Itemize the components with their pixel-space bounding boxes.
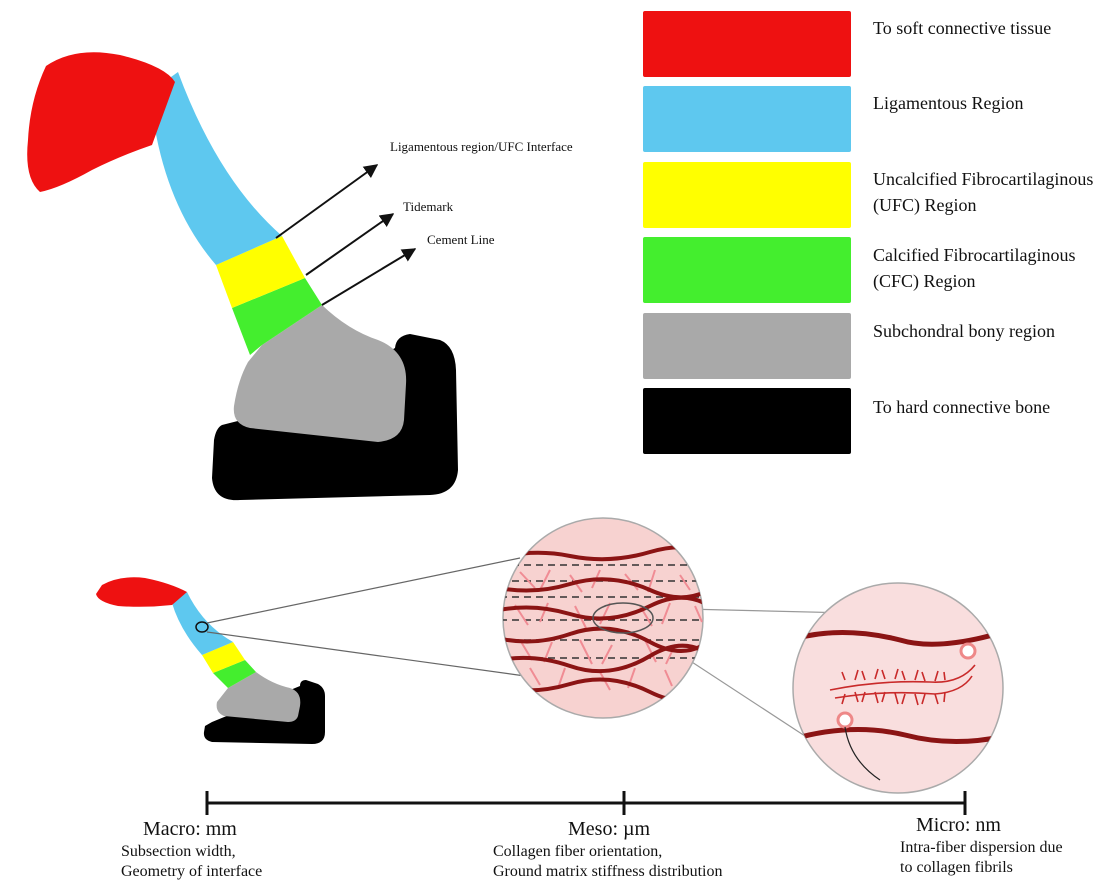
legend-label-cfc: Calcified Fibrocartilaginous (CFC) Regio… <box>873 242 1113 294</box>
legend-swatch-ligamentous <box>643 86 851 152</box>
interface-arrow <box>276 165 377 238</box>
legend-label-soft-tissue: To soft connective tissue <box>873 15 1113 41</box>
macro-scale-description: Subsection width, Geometry of interface <box>121 842 262 882</box>
legend-swatch-soft-tissue <box>643 11 851 77</box>
callout-cement-line-label: Cement Line <box>427 232 495 248</box>
micro-fiber-node <box>961 644 975 658</box>
legend-swatch-subchondral <box>643 313 851 379</box>
legend-swatch-cfc <box>643 237 851 303</box>
meso-scale-title: Meso: µm <box>568 818 650 840</box>
legend-swatch-ufc <box>643 162 851 228</box>
tidemark-arrow <box>306 214 393 275</box>
legend-label-ligamentous: Ligamentous Region <box>873 90 1113 116</box>
meso-scale-circle <box>490 518 720 718</box>
enthesis-illustration-small <box>96 577 325 744</box>
legend-label-subchondral: Subchondral bony region <box>873 318 1113 344</box>
ligamentous-region <box>150 72 282 265</box>
soft-tissue-region <box>27 52 175 192</box>
scale-bar <box>207 791 965 815</box>
callout-interface-label: Ligamentous region/UFC Interface <box>390 139 573 155</box>
micro-scale-description: Intra-fiber dispersion due to collagen f… <box>900 838 1063 878</box>
micro-scale-circle <box>790 583 1010 793</box>
legend-label-hard-bone: To hard connective bone <box>873 394 1113 420</box>
cement-line-arrow <box>322 249 415 305</box>
micro-fiber-node <box>838 713 852 727</box>
macro-scale-title: Macro: mm <box>143 818 237 840</box>
meso-scale-description: Collagen fiber orientation, Ground matri… <box>493 842 722 882</box>
enthesis-illustration-large <box>27 52 458 500</box>
callout-tidemark-label: Tidemark <box>403 199 453 215</box>
small-ligament <box>172 592 233 655</box>
legend-swatch-hard-bone <box>643 388 851 454</box>
small-soft-tissue <box>96 577 187 606</box>
legend-label-ufc: Uncalcified Fibrocartilaginous (UFC) Reg… <box>873 166 1113 218</box>
micro-scale-title: Micro: nm <box>916 814 1001 836</box>
